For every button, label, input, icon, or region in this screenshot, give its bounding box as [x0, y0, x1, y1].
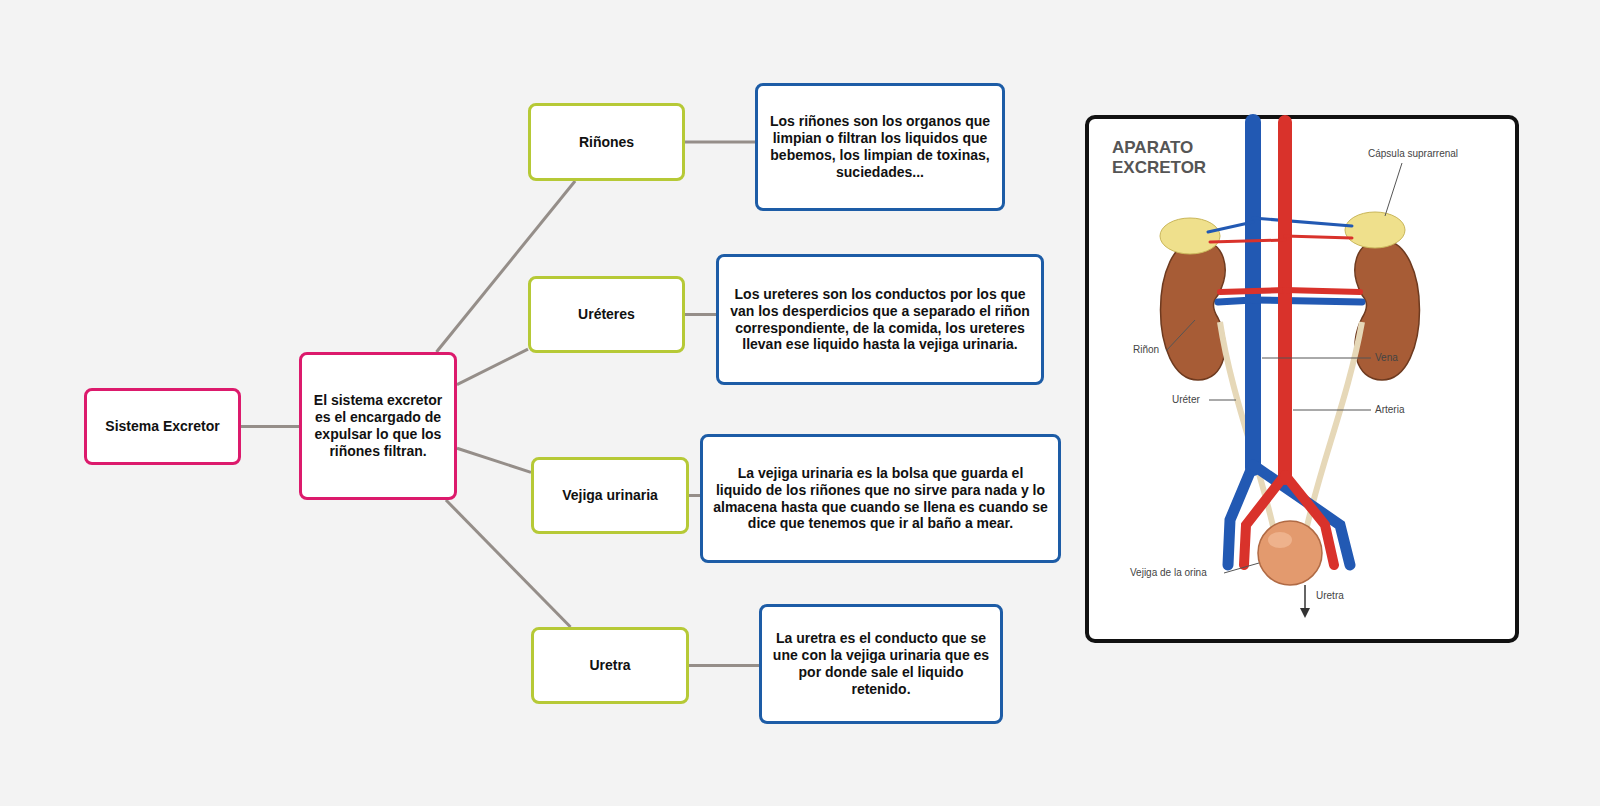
adrenal-gland	[1160, 218, 1220, 254]
box-text: La uretra es el conducto que se une con …	[772, 630, 990, 697]
box-text: Los riñones son los organos que limpian …	[768, 113, 992, 180]
urethra-arrow	[1304, 585, 1306, 612]
urethra-arrowhead	[1300, 608, 1310, 618]
part-label: Arteria	[1375, 404, 1404, 416]
kidney	[1161, 240, 1226, 380]
kidney	[1355, 240, 1420, 380]
connector-line	[689, 664, 759, 667]
part-box: Uréteres	[528, 276, 685, 353]
part-box: Riñones	[528, 103, 685, 181]
box-text: El sistema excretor es el encargado de e…	[312, 392, 444, 459]
connector-line	[685, 313, 716, 316]
adrenal-gland	[1345, 212, 1405, 248]
description-box: Los riñones son los organos que limpian …	[755, 83, 1005, 211]
description-box: La vejiga urinaria es la bolsa que guard…	[700, 434, 1061, 563]
box-text: Vejiga urinaria	[562, 487, 658, 504]
box-text: Los ureteres son los conductos por los q…	[729, 286, 1031, 353]
part-label: Uréter	[1172, 394, 1200, 406]
part-label: Uretra	[1316, 590, 1344, 602]
main-box: El sistema excretor es el encargado de e…	[299, 352, 457, 500]
description-box: Los ureteres son los conductos por los q…	[716, 254, 1044, 385]
box-text: Riñones	[579, 134, 634, 151]
vein	[1208, 122, 1362, 565]
illustration-title: APARATO EXCRETOR	[1112, 138, 1212, 177]
bladder	[1258, 521, 1322, 585]
box-text: Sistema Excretor	[105, 418, 219, 435]
connector-line	[689, 494, 700, 497]
part-label: Vena	[1375, 352, 1398, 364]
box-text: Uréteres	[578, 306, 635, 323]
box-text: Uretra	[589, 657, 630, 674]
connector-line	[685, 141, 755, 144]
part-box: Vejiga urinaria	[531, 457, 689, 534]
description-box: La uretra es el conducto que se une con …	[759, 604, 1003, 724]
artery	[1210, 122, 1360, 565]
part-label: Vejiga de la orina	[1130, 567, 1207, 579]
leader-lines	[1166, 163, 1402, 573]
connector-line	[241, 425, 299, 428]
box-text: La vejiga urinaria es la bolsa que guard…	[713, 465, 1048, 532]
connector-line	[457, 448, 531, 472]
main-box: Sistema Excretor	[84, 388, 241, 465]
bladder-highlight	[1268, 532, 1292, 548]
part-label: Cápsula suprarrenal	[1368, 148, 1458, 160]
part-box: Uretra	[531, 627, 689, 704]
illustration-frame	[1087, 117, 1517, 641]
connector-line	[457, 349, 528, 384]
part-label: Riñon	[1133, 344, 1159, 356]
